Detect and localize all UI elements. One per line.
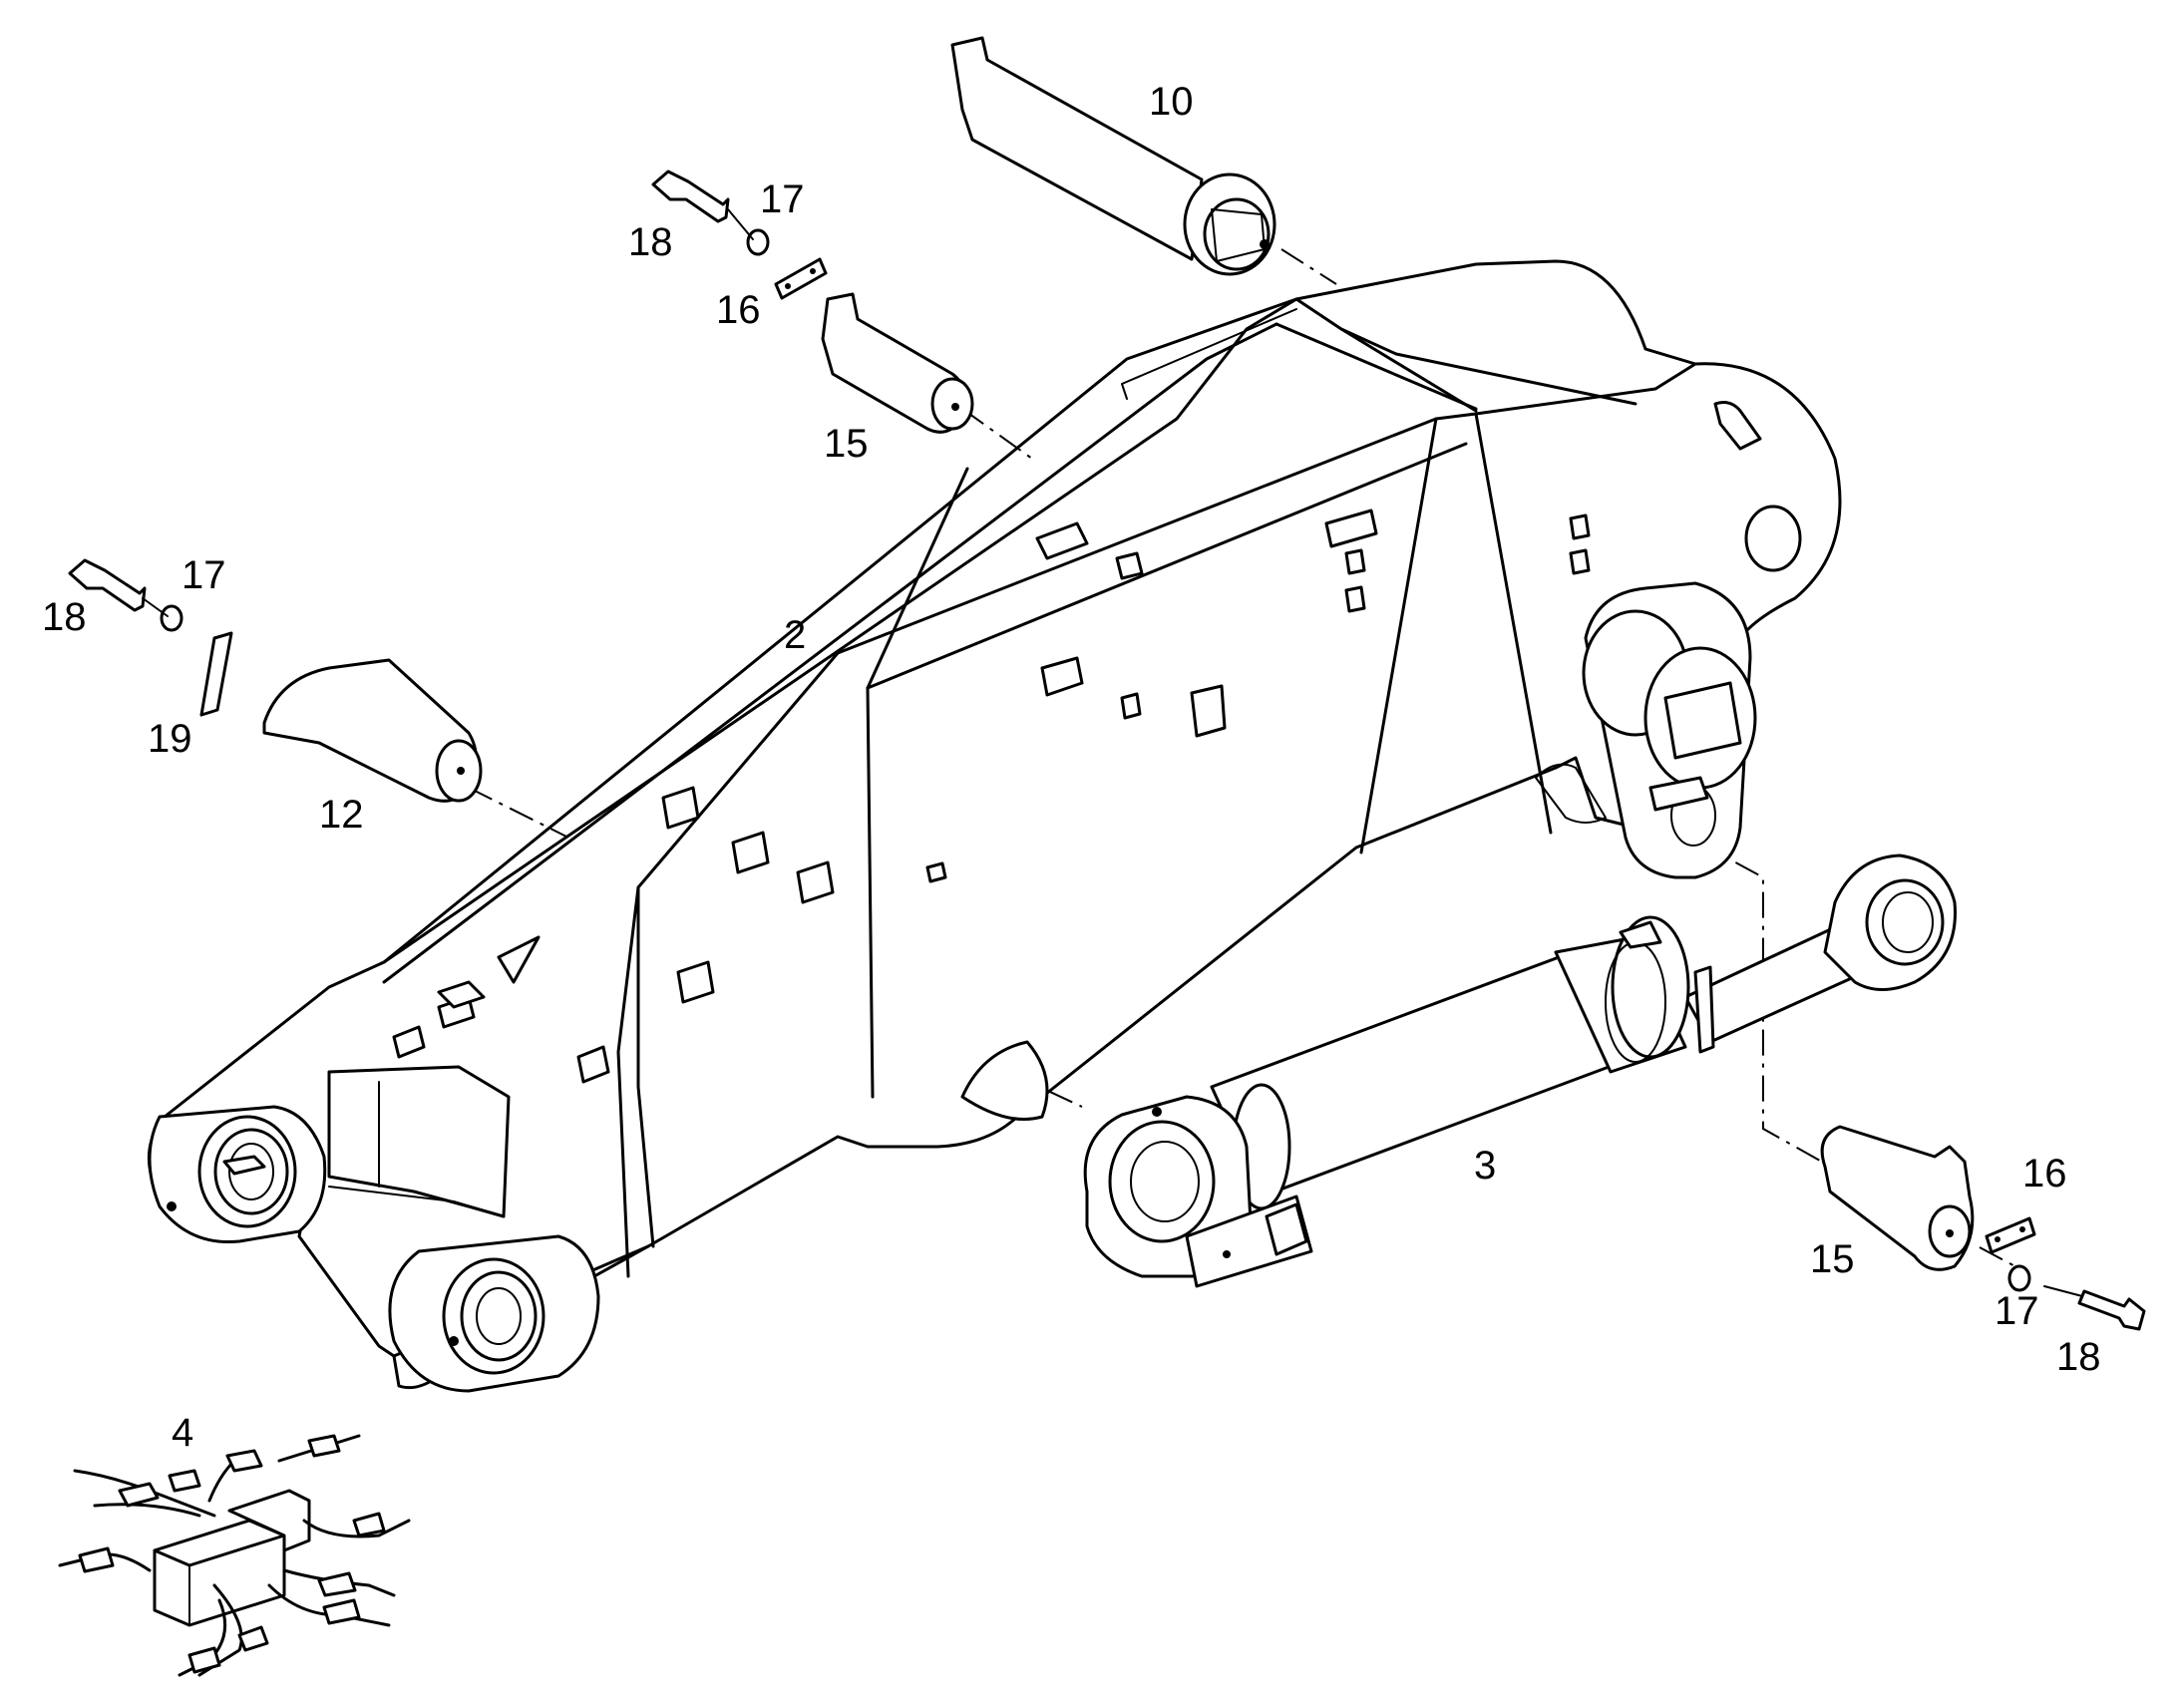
bolt-18-left <box>68 558 147 612</box>
pin-15-upper <box>821 292 974 434</box>
pin-12 <box>262 658 483 803</box>
plate-16-lower <box>1985 1216 2036 1254</box>
callout-17-left: 17 <box>182 553 226 597</box>
valve-block-4 <box>58 1434 411 1677</box>
callout-labels: 10 17 18 16 15 17 18 2 19 12 3 16 15 17 … <box>42 80 2101 1455</box>
callout-2: 2 <box>784 613 806 657</box>
pin-10 <box>950 36 1276 276</box>
pin-15-lower <box>1820 1125 1975 1271</box>
plate-16-upper <box>774 257 828 300</box>
callout-18-upper: 18 <box>628 220 673 264</box>
callout-4: 4 <box>172 1411 193 1455</box>
callout-16-upper: 16 <box>716 288 761 332</box>
callout-18-left: 18 <box>42 595 87 639</box>
callout-16-lower: 16 <box>2022 1152 2067 1196</box>
callout-15-upper: 15 <box>824 422 869 466</box>
bolt-18-lower <box>2077 1289 2146 1331</box>
callout-10: 10 <box>1149 80 1194 124</box>
boom-cylinder <box>1083 854 1957 1288</box>
bolts <box>68 170 2146 1331</box>
boom-body <box>147 259 1842 1393</box>
callout-18-lower: 18 <box>2056 1335 2101 1379</box>
washers <box>160 228 2031 1292</box>
bolt-18-upper <box>651 170 730 223</box>
plates <box>199 257 2036 1254</box>
boom-brackets <box>167 509 1591 1346</box>
plate-19 <box>199 631 233 717</box>
callout-12: 12 <box>319 793 364 837</box>
callout-15-lower: 15 <box>1810 1237 1855 1281</box>
callout-3: 3 <box>1474 1144 1496 1188</box>
washer-17-left <box>160 604 183 632</box>
callout-17-lower: 17 <box>1995 1289 2039 1333</box>
callout-17-upper: 17 <box>760 177 805 221</box>
callout-19: 19 <box>148 717 192 761</box>
washer-17-lower <box>2007 1264 2031 1292</box>
washer-17-upper <box>746 228 770 256</box>
